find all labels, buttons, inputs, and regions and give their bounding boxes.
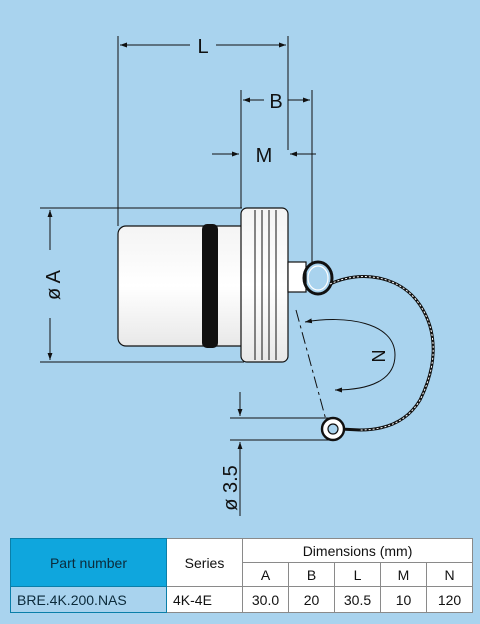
table-row: BRE.4K.200.NAS 4K-4E 30.0 20 30.5 10 120 [10, 586, 474, 613]
part-number-cell: BRE.4K.200.NAS [10, 586, 167, 613]
dimension-A-label: ø A [43, 269, 65, 300]
specification-table: Part number Series Dimensions (mm) A B L… [10, 538, 474, 613]
extension-lines [40, 36, 330, 441]
dimension-L: L [120, 36, 286, 58]
part-number-header: Part number [10, 538, 167, 587]
dimension-N: N [295, 309, 396, 421]
series-header: Series [166, 538, 243, 587]
value-A-cell: 30.0 [242, 586, 289, 613]
dimension-M-label: M [256, 145, 273, 167]
dimension-L-label: L [197, 36, 208, 58]
column-header-A: A [242, 562, 289, 587]
lanyard-cable [302, 260, 435, 442]
dimensions-header: Dimensions (mm) [241, 538, 474, 563]
dimension-M: M [212, 145, 316, 167]
cap-flange [240, 207, 289, 363]
seal-ring [202, 224, 218, 348]
dimension-B-label: B [269, 91, 282, 113]
series-cell: 4K-4E [166, 586, 243, 613]
column-header-M: M [380, 562, 427, 587]
dimension-hole: ø 3.5 [220, 392, 243, 516]
column-header-N: N [425, 562, 474, 587]
lanyard-stud [287, 261, 307, 293]
value-B-cell: 20 [288, 586, 335, 613]
dimension-hole-label: ø 3.5 [220, 465, 242, 511]
cap-dimension-drawing: L B M ø A ø 3.5 [40, 36, 435, 516]
dimension-N-label: N [369, 350, 389, 363]
value-M-cell: 10 [380, 586, 427, 613]
column-header-B: B [288, 562, 335, 587]
cap-body [117, 207, 307, 363]
value-N-cell: 120 [425, 586, 474, 613]
value-L-cell: 30.5 [334, 586, 381, 613]
dimension-A: ø A [43, 210, 65, 360]
column-header-L: L [334, 562, 381, 587]
dimension-B: B [243, 91, 310, 113]
